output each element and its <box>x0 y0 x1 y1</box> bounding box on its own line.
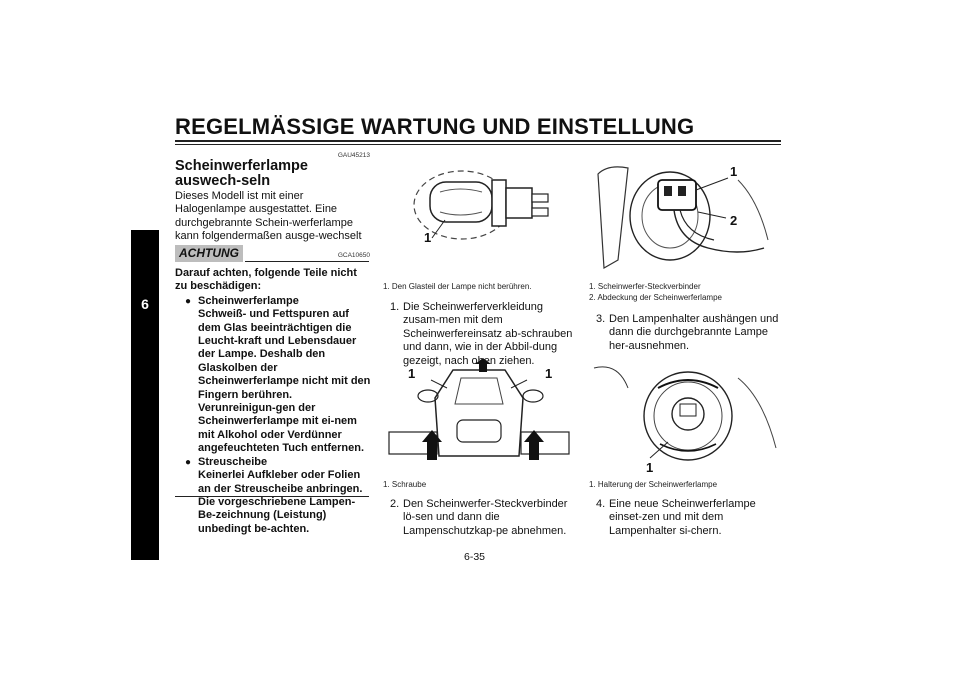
callout-number: 1 <box>545 366 553 381</box>
figure-caption: 2. Abdeckung der Scheinwerferlampe <box>589 292 722 302</box>
callout-number: 1 <box>730 164 738 179</box>
step-text: Den Lampenhalter aushängen und dann die … <box>609 313 779 352</box>
figure-caption: 1. Den Glasteil der Lampe nicht berühren… <box>383 282 532 291</box>
step-text: Den Scheinwerfer-Steckverbinder lö-sen u… <box>403 498 568 537</box>
achtung-label: ACHTUNG <box>175 245 243 262</box>
cowl-illustration <box>388 358 570 460</box>
warning-block: Darauf achten, folgende Teile nicht zu b… <box>175 267 372 536</box>
bullet-icon: ● <box>185 295 192 307</box>
warning-bottom-rule <box>175 496 369 497</box>
figure-caption: 1. Schraube <box>383 480 427 489</box>
holder-illustration <box>593 366 777 461</box>
achtung-code: GCA10650 <box>337 252 370 259</box>
warning-item-text: Keinerlei Aufkleber oder Folien an der S… <box>198 469 363 535</box>
warning-item-title: Streuscheibe <box>198 455 268 468</box>
warning-item-title: Scheinwerferlampe <box>198 294 299 307</box>
step-1: 1. Die Scheinwerferverkleidung zusam-men… <box>390 301 575 368</box>
callout-number: 2 <box>730 213 738 228</box>
connector-illustration <box>597 166 769 269</box>
callout-number: 1 <box>408 366 416 381</box>
step-2: 2. Den Scheinwerfer-Steckverbinder lö-se… <box>390 498 575 538</box>
step-text: Eine neue Scheinwerferlampe einset-zen u… <box>609 498 756 537</box>
figure-caption: 1. Scheinwerfer-Steckverbinder <box>589 282 701 291</box>
bulb-illustration <box>413 170 549 240</box>
step-number: 3. <box>596 313 606 325</box>
chapter-tab: 6 <box>131 230 159 560</box>
chapter-number: 6 <box>141 296 149 312</box>
bullet-icon: ● <box>185 456 192 468</box>
page-header-title: REGELMÄSSIGE WARTUNG UND EINSTELLUNG <box>175 114 695 139</box>
section-code: GAU45213 <box>337 152 370 159</box>
achtung-rule <box>245 261 369 262</box>
header-rule <box>175 140 781 142</box>
step-text: Die Scheinwerferverkleidung zusam-men mi… <box>403 301 573 367</box>
intro-paragraph: Dieses Modell ist mit einer Halogenlampe… <box>175 190 362 256</box>
figure-caption: 1. Halterung der Scheinwerferlampe <box>589 480 718 489</box>
warning-item: ● Scheinwerferlampe Schweiß- und Fettspu… <box>175 295 372 456</box>
warning-lead: Darauf achten, folgende Teile nicht zu b… <box>175 267 357 293</box>
step-number: 2. <box>390 498 400 510</box>
warning-item-text: Schweiß- und Fettspuren auf dem Glas bee… <box>198 308 371 455</box>
step-3: 3. Den Lampenhalter aushängen und dann d… <box>596 313 782 353</box>
step-4: 4. Eine neue Scheinwerferlampe einset-ze… <box>596 498 782 538</box>
figure-caption-list: 1. Scheinwerfer-Steckverbinder 2. Abdeck… <box>589 282 781 303</box>
callout-number: 1 <box>424 230 432 245</box>
callout-number: 1 <box>646 460 654 475</box>
step-number: 4. <box>596 498 606 510</box>
step-number: 1. <box>390 301 400 313</box>
section-title: Scheinwerferlampe auswech-seln <box>175 158 308 189</box>
warning-list: ● Scheinwerferlampe Schweiß- und Fettspu… <box>175 295 372 536</box>
page-number: 6-35 <box>464 551 486 563</box>
header-rule-thin <box>175 144 781 145</box>
warning-item: ● Streuscheibe Keinerlei Aufkleber oder … <box>175 456 372 536</box>
